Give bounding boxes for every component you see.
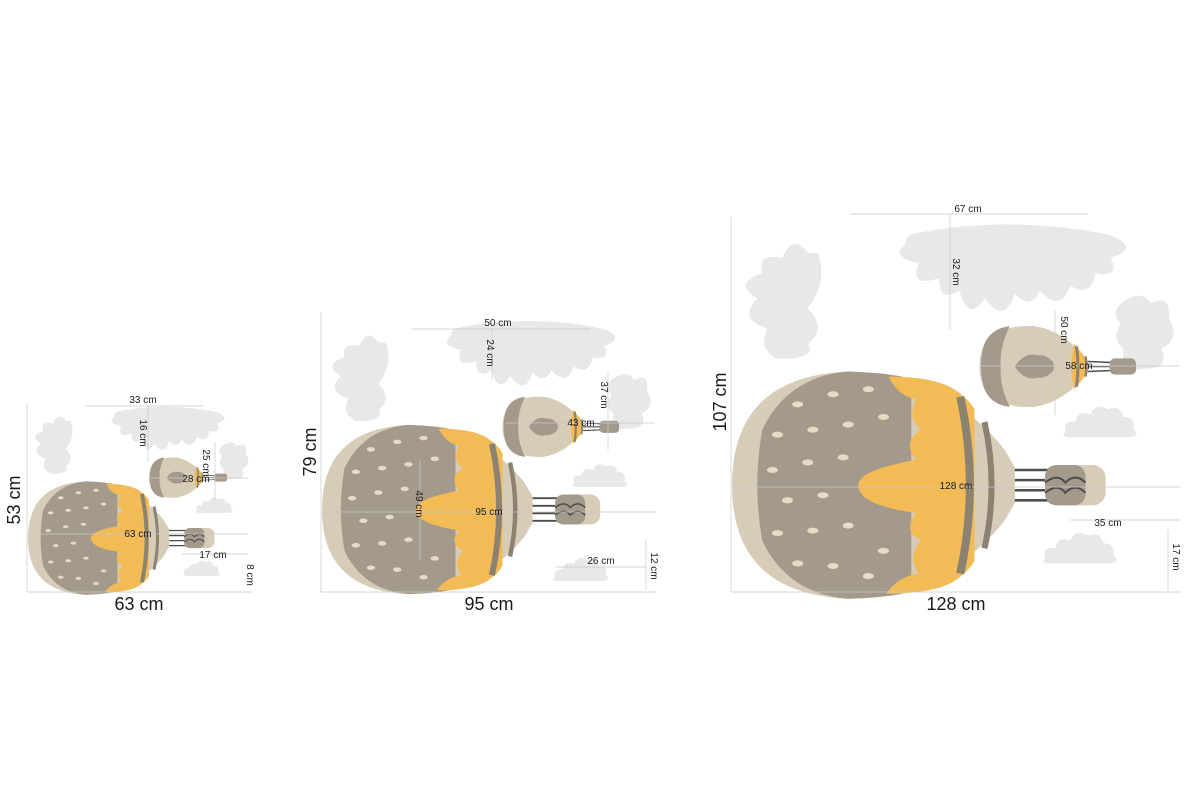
cloud-height-label: 16 cm	[137, 419, 148, 446]
variant-large-guides	[730, 213, 1182, 593]
total-height-label: 53 cm	[4, 475, 24, 524]
basket-width-label: 17 cm	[199, 550, 226, 561]
total-width-label: 63 cm	[114, 594, 163, 614]
small-balloon-height-label: 37 cm	[598, 381, 609, 408]
cloud-height-label: 32 cm	[950, 258, 961, 285]
variant-small-guides	[26, 404, 252, 593]
small-balloon-height-label: 50 cm	[1058, 316, 1069, 343]
cloud-width-label: 50 cm	[484, 318, 511, 329]
small-cloud-height-label: 8 cm	[244, 564, 255, 586]
small-balloon-height-label: 25 cm	[200, 449, 211, 476]
small-cloud-height-label: 12 cm	[648, 552, 659, 579]
variant-medium-guides	[320, 312, 656, 593]
basket-width-label: 35 cm	[1094, 518, 1121, 529]
total-width-label: 95 cm	[464, 594, 513, 614]
small-balloon-width-label: 28 cm	[182, 474, 209, 485]
cloud-width-label: 33 cm	[129, 395, 156, 406]
small-balloon-width-label: 58 cm	[1065, 361, 1092, 372]
cloud-width-label: 67 cm	[954, 204, 981, 215]
big-balloon-width-label: 63 cm	[124, 529, 151, 540]
big-balloon-width-label: 128 cm	[940, 481, 973, 492]
cloud-height-label: 24 cm	[484, 339, 495, 366]
small-balloon-width-label: 43 cm	[567, 418, 594, 429]
small-cloud-width-label: 26 cm	[587, 556, 614, 567]
total-height-label: 107 cm	[710, 372, 730, 431]
small-cloud-height-label: 17 cm	[1170, 543, 1181, 570]
total-height-label: 79 cm	[300, 427, 320, 476]
big-balloon-width-label: 95 cm	[475, 507, 502, 518]
big-balloon-height-label: 49 cm	[413, 490, 424, 517]
total-width-label: 128 cm	[926, 594, 985, 614]
